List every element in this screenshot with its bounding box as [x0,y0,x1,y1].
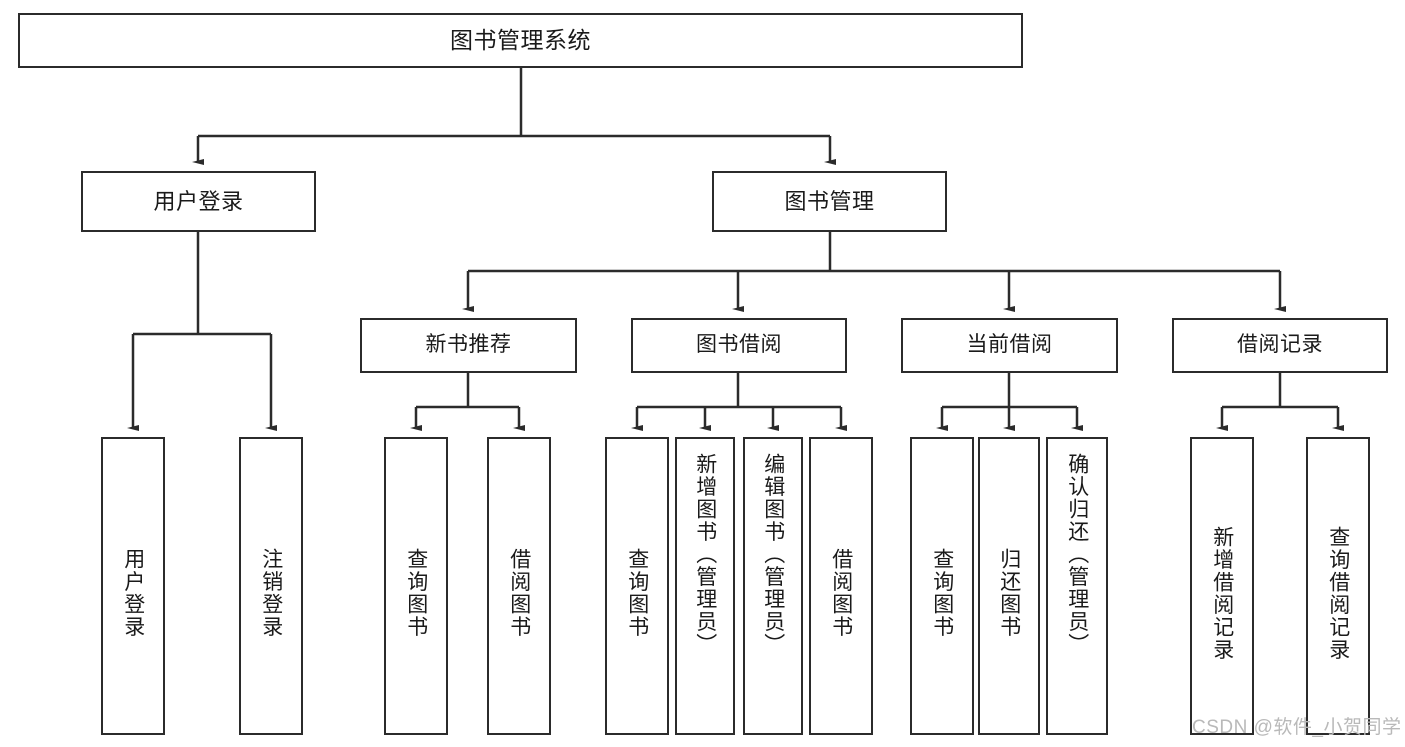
leaf-borrow-record-query-record[interactable]: 查询借阅记录 [1306,437,1370,735]
node-label: 借阅记录 [1237,333,1323,357]
leaf-current-borrow-confirm-return-admin[interactable]: 确认归还（管理员） [1046,437,1108,735]
node-label: 图书管理 [784,188,875,214]
leaf-book-borrow-edit-book-admin[interactable]: 编辑图书（管理员） [743,437,803,735]
node-label: 新增借阅记录 [1210,525,1234,661]
node-label: 借阅图书 [829,548,853,638]
leaf-book-borrow-borrow-book[interactable]: 借阅图书 [809,437,873,735]
leaf-user-login-logout[interactable]: 注销登录 [239,437,303,735]
watermark-csdn: CSDN @软件_小贺同学 [1192,712,1401,739]
node-label: 借阅图书 [507,548,531,638]
node-label: 新增图书（管理员） [693,453,717,656]
node-label: 编辑图书（管理员） [761,453,785,656]
node-label: 图书借阅 [696,333,782,357]
leaf-current-borrow-return-book[interactable]: 归还图书 [978,437,1040,735]
leaf-new-book-borrow-book[interactable]: 借阅图书 [487,437,551,735]
node-label: 注销登录 [259,548,283,638]
node-user-login[interactable]: 用户登录 [81,171,316,232]
node-label: 查询图书 [930,548,954,638]
node-label: 查询图书 [625,548,649,638]
node-borrow-record[interactable]: 借阅记录 [1172,318,1388,373]
node-label: 图书管理系统 [450,27,591,54]
leaf-current-borrow-query-book[interactable]: 查询图书 [910,437,974,735]
leaf-book-borrow-query-book[interactable]: 查询图书 [605,437,669,735]
node-book-borrow[interactable]: 图书借阅 [631,318,847,373]
node-label: 查询图书 [404,548,428,638]
node-label: 查询借阅记录 [1326,525,1350,661]
node-label: 用户登录 [121,548,145,638]
node-label: 新书推荐 [425,333,512,357]
node-book-management[interactable]: 图书管理 [712,171,947,232]
watermark-text: CSDN @软件_小贺同学 [1192,717,1402,738]
leaf-user-login-login[interactable]: 用户登录 [101,437,165,735]
node-current-borrow[interactable]: 当前借阅 [901,318,1118,373]
node-label: 用户登录 [153,188,244,214]
node-label: 当前借阅 [966,333,1053,357]
node-label: 归还图书 [997,548,1021,638]
node-root-book-management-system[interactable]: 图书管理系统 [18,13,1023,68]
leaf-borrow-record-add-record[interactable]: 新增借阅记录 [1190,437,1254,735]
leaf-new-book-query-book[interactable]: 查询图书 [384,437,448,735]
node-label: 确认归还（管理员） [1065,453,1089,656]
leaf-book-borrow-add-book-admin[interactable]: 新增图书（管理员） [675,437,735,735]
node-new-book-recommend[interactable]: 新书推荐 [360,318,577,373]
